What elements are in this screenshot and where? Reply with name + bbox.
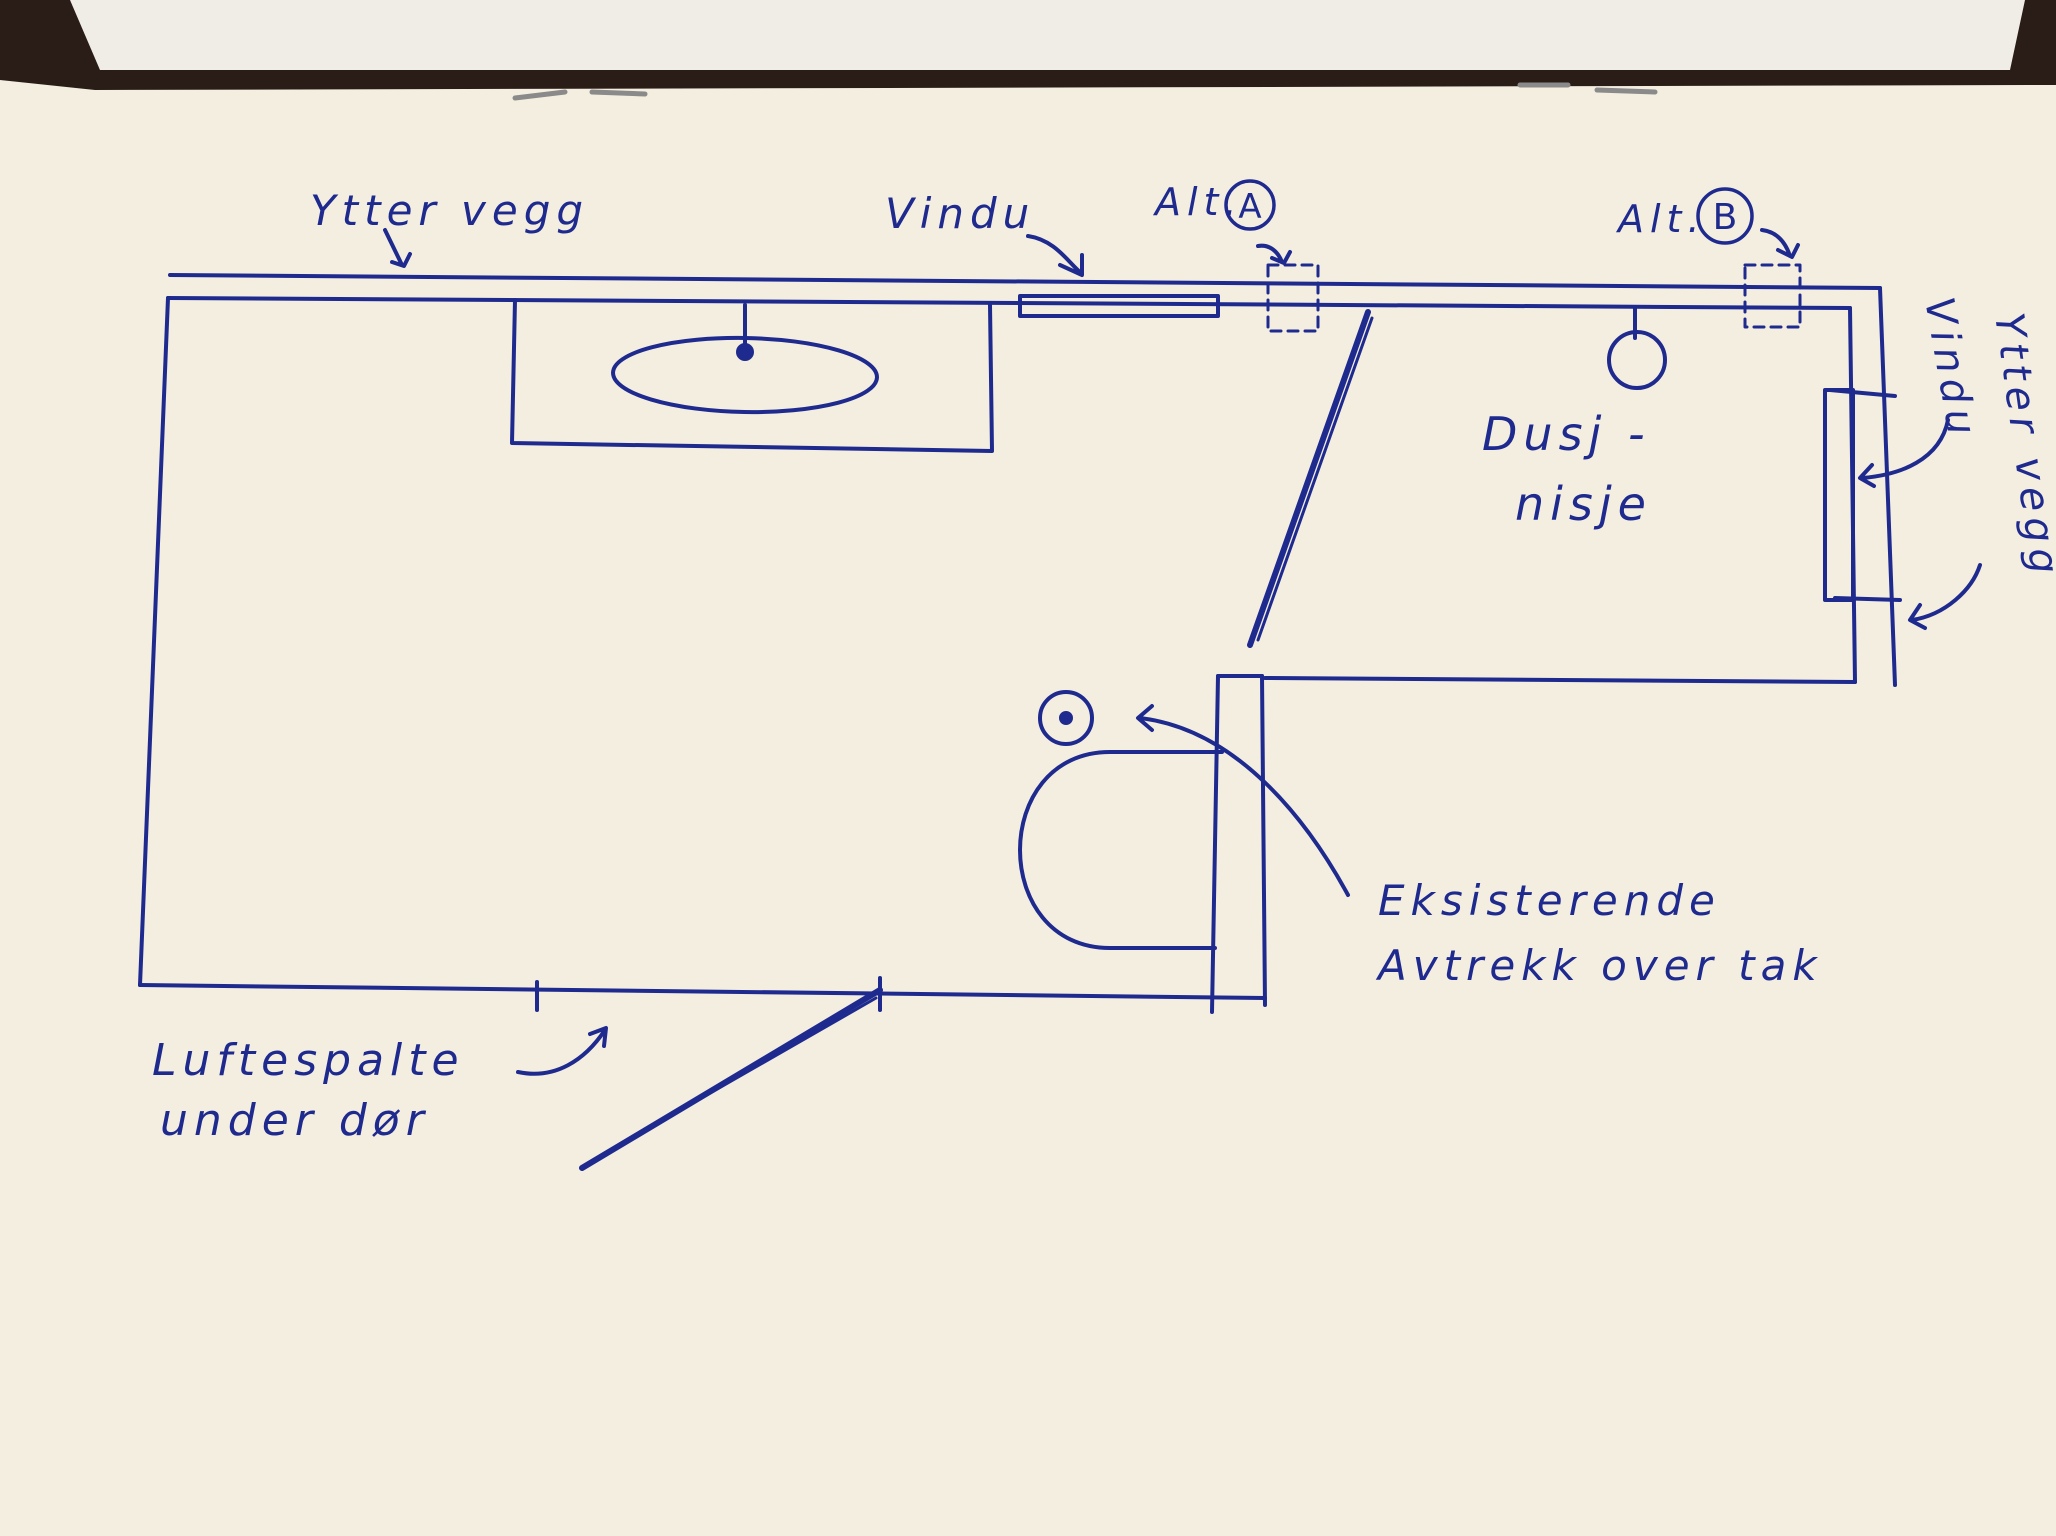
sink-counter [510, 298, 994, 453]
paper-top-fold [70, 0, 2025, 70]
arrow-eksisterende [1136, 704, 1350, 897]
inner-wall-top [166, 296, 1852, 310]
label-alt-b: Alt. [1615, 197, 1706, 241]
staples [512, 82, 1658, 101]
label-eksisterende: Eksisterende [1378, 876, 1721, 925]
arrow-vindu-top [1026, 234, 1084, 277]
room-wall-bottom [138, 983, 1267, 1000]
outer-wall-right [1878, 286, 1897, 687]
label-under-dor: under dør [160, 1095, 430, 1146]
label-ytter-vegg-top: Ytter vegg [310, 186, 589, 235]
sink-drain [736, 343, 754, 361]
outer-wall-top [168, 273, 1882, 290]
window-top [1018, 294, 1220, 318]
arrow-vindu-right [1858, 418, 1950, 488]
label-vindu-top: Vindu [885, 189, 1035, 238]
arrow-ytter-vegg-right [1908, 563, 1982, 630]
alt-b-vent-box [1743, 263, 1802, 329]
alt-a-circle [1224, 179, 1276, 231]
label-avtrekk: Avtrekk over tak [1375, 941, 1823, 990]
arrow-alt-a [1256, 243, 1292, 265]
label-alt-b-letter: B [1713, 197, 1738, 238]
arrow-ytter-vegg-top [383, 228, 412, 268]
label-dusj: Dusj - [1482, 407, 1651, 461]
label-luftespalte: Luftespalte [152, 1035, 465, 1086]
label-alt-a: Alt. [1152, 180, 1243, 224]
label-alt-a-letter: A [1238, 187, 1261, 227]
partition-wall-left [1210, 674, 1220, 1014]
arrow-alt-b [1760, 228, 1800, 259]
partition-wall-right [1260, 674, 1267, 1007]
toilet-bowl [1018, 750, 1224, 950]
shower-glass-wall [1247, 309, 1371, 648]
room-wall-left [138, 296, 170, 987]
shower-niche-wall [1263, 676, 1857, 684]
alt-b-circle [1696, 187, 1754, 245]
label-nisje: nisje [1515, 477, 1652, 531]
arrow-luftespalte [516, 1026, 608, 1076]
floor-plan [138, 228, 1982, 1171]
alt-a-vent-box [1266, 263, 1320, 333]
shower-head [1607, 330, 1667, 390]
toilet-flush-button [1038, 690, 1094, 746]
